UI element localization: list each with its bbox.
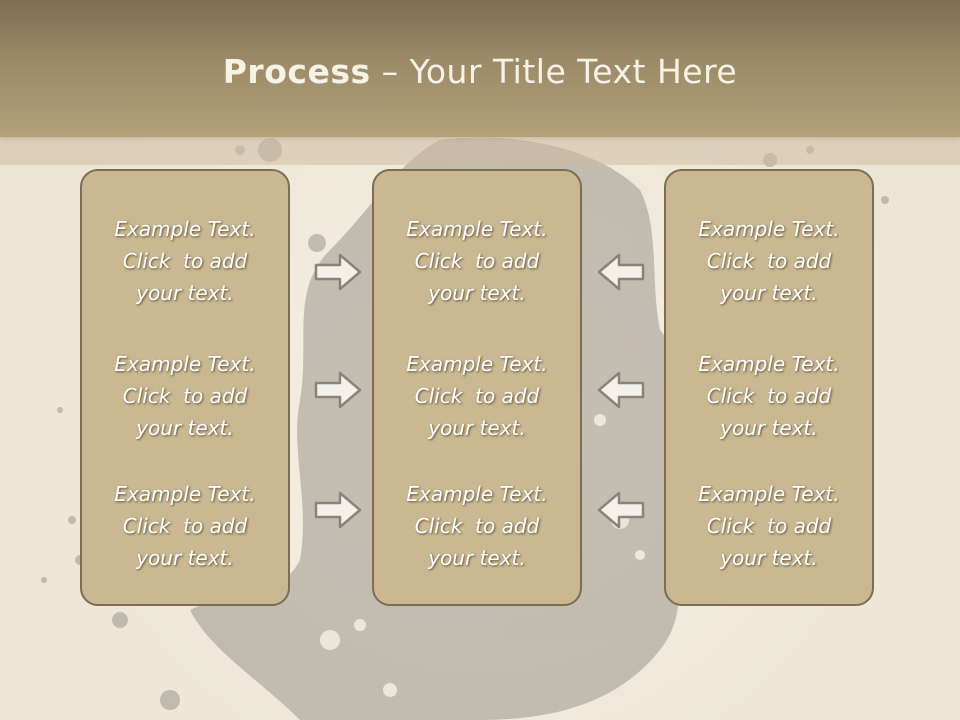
cell-line: Example Text. <box>406 217 548 241</box>
text-cell[interactable]: Example Text. Click to add your text. <box>666 213 872 309</box>
text-cell[interactable]: Example Text. Click to add your text. <box>82 348 288 444</box>
title-bold: Process <box>222 52 371 91</box>
process-box-3[interactable]: Example Text. Click to add your text. Ex… <box>664 169 874 606</box>
cell-line: Click to add <box>122 514 248 538</box>
cell-line: your text. <box>720 416 818 440</box>
cell-line: Click to add <box>706 514 832 538</box>
cell-line: Example Text. <box>406 482 548 506</box>
arrow-right-icon <box>314 253 362 291</box>
cell-line: Click to add <box>414 384 540 408</box>
cell-line: your text. <box>428 546 526 570</box>
cell-line: Example Text. <box>698 217 840 241</box>
cell-line: Example Text. <box>698 352 840 376</box>
text-cell[interactable]: Example Text. Click to add your text. <box>666 348 872 444</box>
text-cell[interactable]: Example Text. Click to add your text. <box>374 478 580 574</box>
header-strip <box>0 137 960 165</box>
title-rest: – Your Title Text Here <box>370 52 738 91</box>
cell-line: Click to add <box>706 249 832 273</box>
cell-line: Click to add <box>414 514 540 538</box>
text-cell[interactable]: Example Text. Click to add your text. <box>374 348 580 444</box>
arrow-left-icon <box>597 491 645 529</box>
cell-line: your text. <box>136 281 234 305</box>
process-box-1[interactable]: Example Text. Click to add your text. Ex… <box>80 169 290 606</box>
cell-line: Example Text. <box>698 482 840 506</box>
arrow-left-icon <box>597 371 645 409</box>
title-bar <box>0 0 960 137</box>
cell-line: Example Text. <box>114 352 256 376</box>
cell-line: Example Text. <box>114 482 256 506</box>
slide-title[interactable]: Process – Your Title Text Here <box>0 52 960 91</box>
arrow-left-icon <box>597 253 645 291</box>
text-cell[interactable]: Example Text. Click to add your text. <box>374 213 580 309</box>
cell-line: your text. <box>720 546 818 570</box>
cell-line: your text. <box>720 281 818 305</box>
cell-line: Click to add <box>414 249 540 273</box>
process-box-2[interactable]: Example Text. Click to add your text. Ex… <box>372 169 582 606</box>
text-cell[interactable]: Example Text. Click to add your text. <box>82 478 288 574</box>
cell-line: your text. <box>428 416 526 440</box>
cell-line: your text. <box>428 281 526 305</box>
cell-line: Click to add <box>122 249 248 273</box>
text-cell[interactable]: Example Text. Click to add your text. <box>82 213 288 309</box>
arrow-right-icon <box>314 491 362 529</box>
arrow-right-icon <box>314 371 362 409</box>
cell-line: Click to add <box>706 384 832 408</box>
cell-line: your text. <box>136 416 234 440</box>
cell-line: Example Text. <box>114 217 256 241</box>
cell-line: Example Text. <box>406 352 548 376</box>
text-cell[interactable]: Example Text. Click to add your text. <box>666 478 872 574</box>
cell-line: your text. <box>136 546 234 570</box>
cell-line: Click to add <box>122 384 248 408</box>
